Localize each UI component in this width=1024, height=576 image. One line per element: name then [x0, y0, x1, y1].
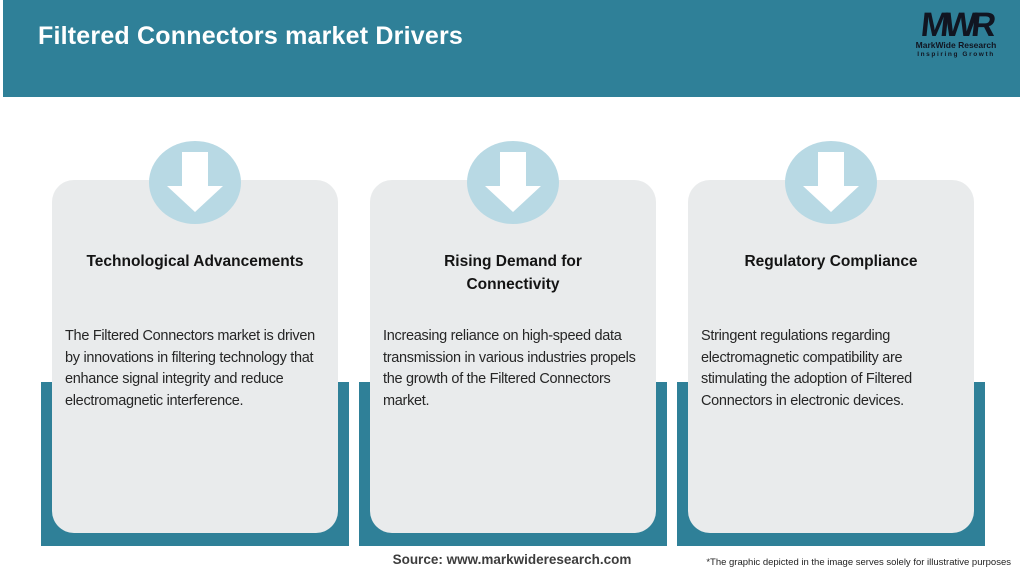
down-arrow-icon: [485, 152, 541, 212]
logo-tagline: Inspiring Growth: [917, 50, 995, 58]
card-description: Increasing reliance on high-speed data t…: [383, 328, 636, 409]
driver-card: Technological Advancements The Filtered …: [52, 180, 338, 533]
card-description: Stringent regulations regarding electrom…: [701, 328, 912, 409]
driver-card-group: Technological Advancements The Filtered …: [41, 0, 349, 576]
arrow-badge: [149, 141, 241, 224]
driver-card: Regulatory Compliance Stringent regulati…: [688, 180, 974, 533]
down-arrow-icon: [803, 152, 859, 212]
driver-card-group: Rising Demand for Connectivity Increasin…: [359, 0, 667, 576]
card-title: Regulatory Compliance: [744, 253, 918, 270]
source-text: Source: www.markwideresearch.com: [392, 552, 632, 567]
page-title: Filtered Connectors market Drivers: [38, 22, 464, 50]
card-title: Rising Demand for Connectivity: [444, 253, 582, 293]
card-title: Technological Advancements: [86, 253, 304, 270]
card-description: The Filtered Connectors market is driven…: [65, 328, 315, 409]
logo-company-name: MarkWide Research: [915, 40, 997, 50]
disclaimer-text: *The graphic depicted in the image serve…: [706, 557, 1011, 568]
driver-card-group: Regulatory Compliance Stringent regulati…: [677, 0, 985, 576]
driver-card: Rising Demand for Connectivity Increasin…: [370, 180, 656, 533]
arrow-badge: [785, 141, 877, 224]
arrow-badge: [467, 141, 559, 224]
header-bar: Filtered Connectors market Drivers MWR M…: [3, 0, 1020, 97]
down-arrow-icon: [167, 152, 223, 212]
markwide-logo: MWR MarkWide Research Inspiring Growth: [912, 6, 1000, 58]
